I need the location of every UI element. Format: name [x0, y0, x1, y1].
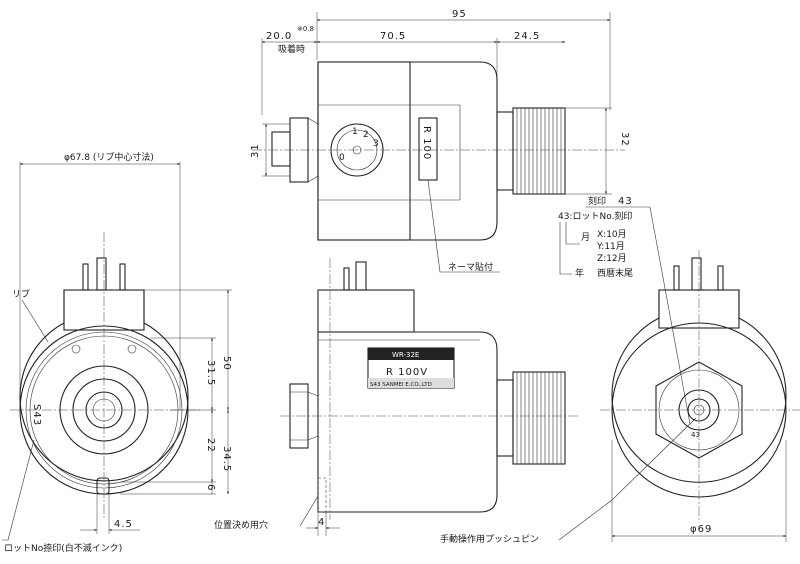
push-pin-callout: 手動操作用プッシュピン: [440, 533, 539, 545]
dim-hole-4: 4: [318, 517, 325, 528]
dial-mark: 0: [339, 153, 345, 163]
dial-mark: 2: [363, 130, 369, 140]
dim-total-length: 95: [452, 9, 467, 20]
dim-slot-width: 4.5: [114, 519, 133, 530]
dial-mark: 1: [352, 127, 358, 137]
lot-stamp: S43: [31, 404, 42, 426]
month-z: Z:12月: [597, 253, 627, 264]
engraving-value: 43: [618, 196, 633, 207]
dim-height-22: 22: [205, 438, 216, 453]
lot-code-title: 43:ロットNo.刻印: [558, 210, 632, 222]
front-view: φ67.8 (リブ中心寸法) 50 31.5 22 34.: [2, 151, 232, 554]
plate-rating: R 100V: [386, 367, 428, 378]
dim-height-50: 50: [221, 356, 232, 371]
dim-height-31-5: 31.5: [205, 360, 216, 386]
top-view: 95 20.0 ※0.8 吸着時 70.5 24.5 2 3 0 1 R 100: [250, 9, 630, 273]
month-caption: 月: [581, 232, 590, 243]
dim-stroke-length: 20.0: [266, 31, 292, 42]
dim-slot-6: 6: [205, 484, 216, 491]
dim-height-34-5: 34.5: [221, 446, 232, 472]
plate-model: WR-32E: [392, 351, 419, 359]
side-view: WR-32E R 100V S43 SANMEI E.CO.,LTD 4 位置決…: [214, 258, 580, 536]
dim-knob-height: 32: [619, 132, 630, 147]
rib-label: リブ: [12, 288, 30, 300]
year-caption: 年: [575, 267, 584, 279]
right-view: 43 φ69 手動操作用プッシュピン: [440, 206, 800, 545]
month-x: X:10月: [597, 229, 627, 240]
nameplate-callout: ネーマ貼付: [448, 261, 493, 273]
dim-body-length: 70.5: [380, 31, 406, 42]
right-view-mark: 43: [691, 431, 700, 439]
lot-number-legend: 刻印 43 43:ロットNo.刻印 月 X:10月 Y:11月 Z:12月 年 …: [558, 195, 650, 279]
top-rating-label: R 100: [421, 126, 432, 160]
dim-rib-diameter: φ67.8 (リブ中心寸法): [64, 151, 154, 163]
dim-tolerance-note: ※0.8: [297, 25, 314, 33]
locating-hole-callout: 位置決め用穴: [214, 519, 268, 531]
dim-plunger-height: 31: [250, 143, 261, 158]
dim-knob-length: 24.5: [514, 31, 540, 42]
dim-attracted-caption: 吸着時: [278, 43, 305, 55]
dial-mark: 3: [373, 139, 379, 149]
plate-maker: S43 SANMEI E.CO.,LTD: [370, 382, 432, 388]
year-note: 西暦末尾: [597, 267, 633, 279]
month-y: Y:11月: [596, 241, 625, 252]
lot-ink-callout: ロットNo捺印(白不滅インク): [4, 542, 122, 554]
dim-outer-diameter: φ69: [690, 524, 712, 535]
engraving-caption: 刻印: [588, 195, 606, 207]
